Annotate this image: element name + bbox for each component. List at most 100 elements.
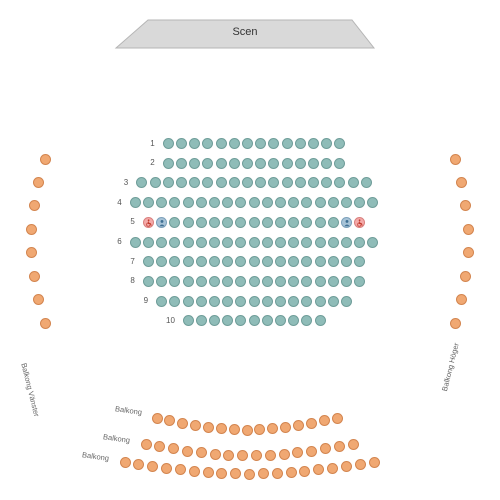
seat[interactable] xyxy=(195,197,207,209)
seat[interactable] xyxy=(228,138,240,149)
seat[interactable] xyxy=(314,216,326,228)
seat[interactable] xyxy=(142,197,154,209)
seat[interactable] xyxy=(314,295,326,307)
seat[interactable] xyxy=(182,236,194,248)
seat[interactable] xyxy=(334,177,346,189)
balcony-seat[interactable] xyxy=(230,468,242,480)
seat[interactable] xyxy=(235,236,247,248)
balcony-seat[interactable] xyxy=(33,176,45,188)
seat[interactable] xyxy=(327,216,339,228)
seat[interactable] xyxy=(222,256,234,268)
balcony-seat[interactable] xyxy=(463,223,475,235)
seat[interactable] xyxy=(162,177,174,189)
balcony-seat[interactable] xyxy=(154,440,166,452)
balcony-seat[interactable] xyxy=(33,294,45,306)
seat[interactable] xyxy=(274,275,286,287)
seat[interactable] xyxy=(235,197,247,209)
seat[interactable] xyxy=(340,295,352,307)
seat[interactable] xyxy=(142,275,154,287)
seat[interactable] xyxy=(334,138,346,149)
seat[interactable] xyxy=(195,216,207,228)
seat[interactable] xyxy=(354,197,366,209)
seat[interactable] xyxy=(261,256,273,268)
seat[interactable] xyxy=(175,138,187,149)
balcony-seat[interactable] xyxy=(216,467,228,479)
seat[interactable] xyxy=(162,138,174,149)
seat[interactable] xyxy=(182,216,194,228)
seat[interactable] xyxy=(222,295,234,307)
balcony-seat[interactable] xyxy=(313,464,325,476)
seat[interactable] xyxy=(208,216,220,228)
seat[interactable] xyxy=(182,256,194,268)
balcony-seat[interactable] xyxy=(278,448,290,460)
seat[interactable] xyxy=(228,177,240,189)
seat[interactable] xyxy=(235,275,247,287)
seat[interactable] xyxy=(248,295,260,307)
seat[interactable] xyxy=(354,275,366,287)
seat[interactable] xyxy=(314,236,326,248)
seat[interactable] xyxy=(156,256,168,268)
seat[interactable] xyxy=(281,177,293,189)
balcony-seat[interactable] xyxy=(250,450,262,462)
seat[interactable] xyxy=(241,177,253,189)
seat[interactable] xyxy=(195,275,207,287)
balcony-seat[interactable] xyxy=(39,317,51,329)
balcony-seat[interactable] xyxy=(147,460,159,472)
balcony-seat[interactable] xyxy=(174,464,186,476)
seat[interactable] xyxy=(235,216,247,228)
balcony-seat[interactable] xyxy=(319,443,331,455)
balcony-seat[interactable] xyxy=(340,460,352,472)
balcony-seat[interactable] xyxy=(460,200,472,212)
seat[interactable] xyxy=(215,138,227,149)
wheelchair-seat[interactable] xyxy=(354,216,366,228)
seat[interactable] xyxy=(215,157,227,169)
balcony-seat[interactable] xyxy=(280,421,292,433)
seat[interactable] xyxy=(215,177,227,189)
balcony-seat[interactable] xyxy=(237,450,249,462)
seat[interactable] xyxy=(321,177,333,189)
seat[interactable] xyxy=(274,216,286,228)
balcony-seat[interactable] xyxy=(254,424,266,436)
seat[interactable] xyxy=(175,157,187,169)
seat[interactable] xyxy=(268,177,280,189)
seat[interactable] xyxy=(156,295,168,307)
seat[interactable] xyxy=(367,197,379,209)
seat[interactable] xyxy=(294,157,306,169)
balcony-seat[interactable] xyxy=(119,456,131,468)
seat[interactable] xyxy=(301,236,313,248)
companion-seat[interactable] xyxy=(156,216,168,228)
seat[interactable] xyxy=(261,275,273,287)
balcony-seat[interactable] xyxy=(181,445,193,457)
seat[interactable] xyxy=(327,197,339,209)
seat[interactable] xyxy=(208,197,220,209)
seat[interactable] xyxy=(169,197,181,209)
seat[interactable] xyxy=(222,216,234,228)
balcony-seat[interactable] xyxy=(28,270,40,282)
seat[interactable] xyxy=(314,275,326,287)
seat[interactable] xyxy=(274,236,286,248)
seat[interactable] xyxy=(235,256,247,268)
balcony-seat[interactable] xyxy=(455,176,467,188)
seat[interactable] xyxy=(182,315,194,327)
seat[interactable] xyxy=(268,138,280,149)
seat[interactable] xyxy=(162,157,174,169)
balcony-seat[interactable] xyxy=(455,294,467,306)
balcony-seat[interactable] xyxy=(271,467,283,479)
balcony-seat[interactable] xyxy=(177,417,189,429)
balcony-seat[interactable] xyxy=(305,417,317,429)
seat[interactable] xyxy=(175,177,187,189)
balcony-seat[interactable] xyxy=(463,247,475,259)
balcony-seat[interactable] xyxy=(257,468,269,480)
seat[interactable] xyxy=(340,275,352,287)
seat[interactable] xyxy=(241,157,253,169)
seat[interactable] xyxy=(142,256,154,268)
balcony-seat[interactable] xyxy=(133,458,145,470)
seat[interactable] xyxy=(327,236,339,248)
seat[interactable] xyxy=(288,256,300,268)
seat[interactable] xyxy=(202,177,214,189)
seat[interactable] xyxy=(314,256,326,268)
seat[interactable] xyxy=(208,295,220,307)
seat[interactable] xyxy=(261,216,273,228)
balcony-seat[interactable] xyxy=(168,443,180,455)
balcony-seat[interactable] xyxy=(331,412,343,424)
